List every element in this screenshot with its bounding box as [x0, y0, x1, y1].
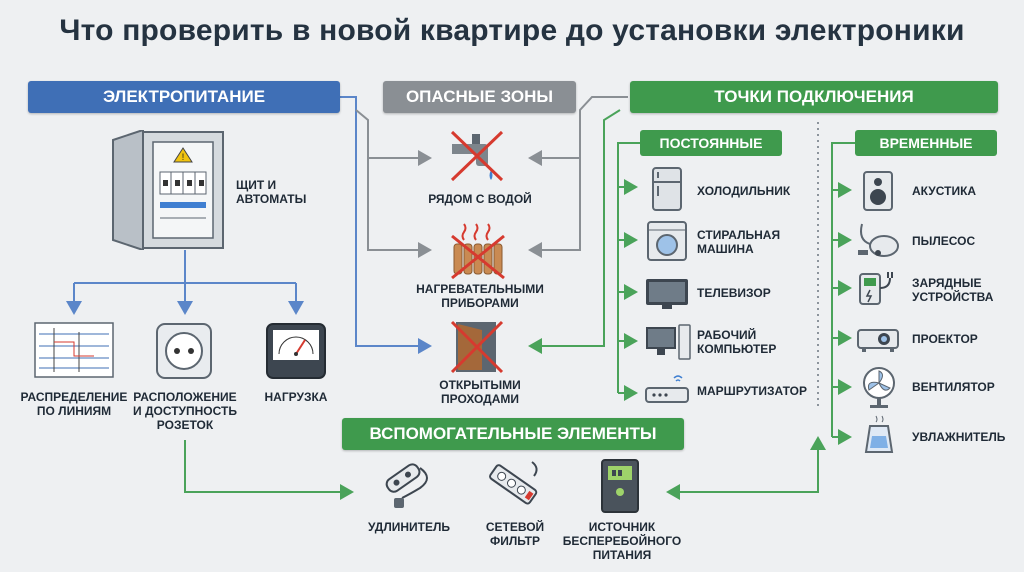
fridge-icon — [650, 166, 684, 217]
washing-machine-icon — [646, 220, 688, 267]
auxiliary-header: ВСПОМОГАТЕЛЬНЫЕ ЭЛЕМЕНТЫ — [342, 418, 684, 450]
permanent-item-label: ХОЛОДИЛЬНИК — [697, 184, 791, 198]
permanent-subheader: ПОСТОЯННЫЕ — [640, 130, 782, 156]
socket-icon — [155, 322, 213, 385]
power-item-label: РАСПРЕДЕЛЕНИЕ ПО ЛИНИЯМ — [20, 390, 128, 418]
permanent-item-label: РАБОЧИЙ КОМПЬЮТЕР — [697, 328, 777, 356]
power-header: ЭЛЕКТРОПИТАНИЕ — [28, 81, 340, 113]
temporary-item-label: ВЕНТИЛЯТОР — [912, 380, 995, 394]
danger-item-label: РЯДОМ С ВОДОЙ — [428, 192, 532, 206]
permanent-item-label: СТИРАЛЬНАЯ МАШИНА — [697, 228, 781, 256]
router-icon — [644, 372, 690, 411]
extension-cord-icon — [380, 458, 436, 517]
permanent-item-label: МАРШРУТИЗАТОР — [697, 384, 807, 398]
svg-text:!: ! — [182, 152, 185, 162]
temporary-item-label: УВЛАЖНИТЕЛЬ — [912, 430, 1006, 444]
tv-icon — [644, 277, 690, 316]
power-item-label: НАГРУЗКА — [264, 390, 328, 404]
panel-label: ЩИТ И АВТОМАТЫ — [236, 178, 307, 206]
electrical-panel-icon: ! — [108, 128, 228, 255]
charger-icon — [858, 268, 898, 313]
connection-points-header: ТОЧКИ ПОДКЛЮЧЕНИЯ — [630, 81, 998, 113]
temporary-item-label: ПРОЕКТОР — [912, 332, 978, 346]
temporary-item-label: ПЫЛЕСОС — [912, 234, 976, 248]
projector-icon — [856, 322, 900, 359]
radiator-crossed-icon — [446, 222, 508, 285]
faucet-crossed-icon — [446, 128, 508, 189]
distribution-diagram-icon — [34, 322, 114, 383]
ups-icon — [598, 458, 642, 519]
speaker-icon — [862, 170, 894, 217]
temporary-subheader: ВРЕМЕННЫЕ — [855, 130, 997, 156]
computer-icon — [644, 323, 692, 366]
danger-item-label: НАГРЕВАТЕЛЬНЫМИ ПРИБОРАМИ — [416, 282, 544, 310]
temporary-item-label: АКУСТИКА — [912, 184, 977, 198]
danger-item-label: ОТКРЫТЫМИ ПРОХОДАМИ — [439, 378, 521, 406]
door-crossed-icon — [448, 318, 506, 379]
auxiliary-item-label: УДЛИНИТЕЛЬ — [367, 520, 451, 534]
danger-zones-header: ОПАСНЫЕ ЗОНЫ — [383, 81, 576, 113]
meter-gauge-icon — [265, 322, 327, 385]
power-strip-icon — [484, 458, 542, 517]
fan-icon — [860, 366, 898, 415]
humidifier-icon — [862, 414, 896, 461]
vacuum-icon — [856, 220, 900, 263]
page-title: Что проверить в новой квартире до устано… — [59, 14, 965, 47]
auxiliary-item-label: СЕТЕВОЙ ФИЛЬТР — [485, 520, 545, 548]
temporary-item-label: ЗАРЯДНЫЕ УСТРОЙСТВА — [912, 276, 994, 304]
permanent-item-label: ТЕЛЕВИЗОР — [697, 286, 771, 300]
power-item-label: РАСПОЛОЖЕНИЕ И ДОСТУПНОСТЬ РОЗЕТОК — [133, 390, 237, 432]
auxiliary-item-label: ИСТОЧНИК БЕСПЕРЕБОЙНОГО ПИТАНИЯ — [562, 520, 682, 562]
